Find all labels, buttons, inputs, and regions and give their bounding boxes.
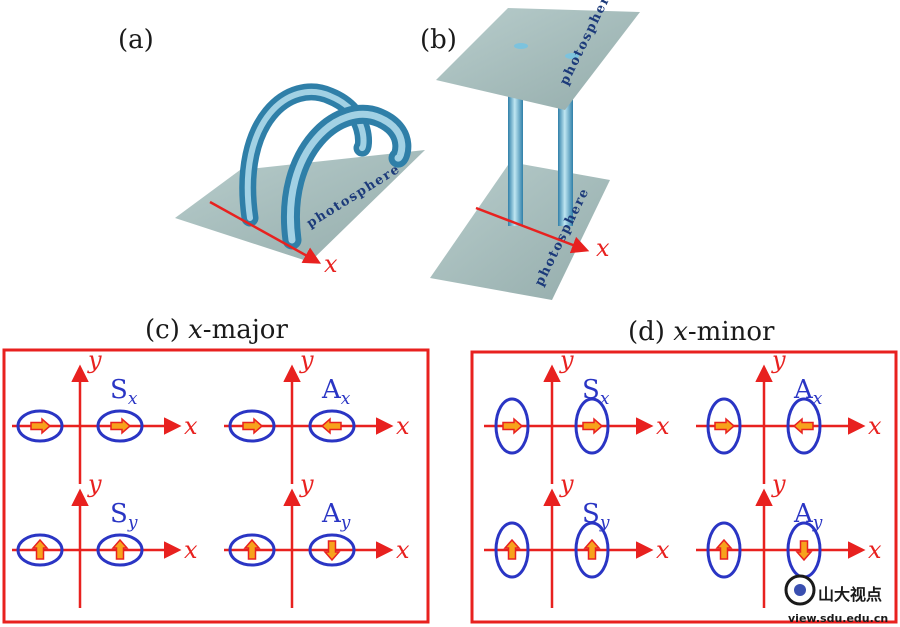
panel-c-y-label: y	[87, 346, 102, 374]
panel-c-x-label: x	[396, 412, 410, 440]
panel-d-field-arrow-icon	[714, 417, 736, 435]
panel-d-x-label: x	[868, 412, 882, 440]
panel-d-y-label: y	[559, 346, 574, 374]
panel-d-x-label: x	[656, 412, 670, 440]
panel-c-x-label: x	[184, 536, 198, 564]
panel-d-mode-ellipse	[786, 397, 822, 455]
panel-b-top-plane	[436, 8, 640, 110]
panel-d-y-label: y	[771, 470, 786, 498]
panel-c-field-arrow-icon	[30, 417, 52, 435]
panel-c-mode-symbol: Sx	[110, 375, 138, 409]
panel-d-mode-ellipse	[494, 521, 530, 579]
panel-d-mode-ellipse	[706, 397, 742, 455]
panel-c-field-arrow-icon	[323, 540, 341, 562]
panel-c-mode-ellipse	[308, 533, 356, 567]
panel-c-mode-ellipse	[228, 533, 276, 567]
panel-c-mode-ellipse	[228, 409, 276, 443]
panel-c-field-arrow-icon	[111, 538, 129, 560]
panel-c-mode-ellipse	[16, 409, 64, 443]
panel-c-y-label: y	[87, 470, 102, 498]
panel-d-field-arrow-icon	[792, 417, 814, 435]
panel-d-mode-symbol: Ay	[793, 499, 823, 533]
panel-d-field-arrow-icon	[583, 538, 601, 560]
panel-d-quadrant-ax: x yAx	[696, 346, 882, 484]
panel-d-quadrant-sy: x ySy	[484, 470, 670, 608]
panel-c-mode-ellipse	[96, 533, 144, 567]
panel-d-field-arrow-icon	[502, 417, 524, 435]
panel-d-y-label: y	[771, 346, 786, 374]
panel-b-tube-left	[508, 88, 523, 226]
panel-c-field-arrow-icon	[110, 417, 132, 435]
panel-c-mode-ellipse	[96, 409, 144, 443]
panel-d-title: (d) x-minor	[628, 317, 775, 347]
panel-d-mode-ellipse	[574, 397, 610, 455]
watermark-url: view.sdu.edu.cn	[788, 612, 888, 625]
panel-c-mode-ellipse	[308, 409, 356, 443]
panel-c-mode-ellipse	[16, 533, 64, 567]
panel-c-quadrant-sy: x ySy	[12, 470, 198, 608]
panel-d-frame	[470, 350, 898, 624]
panel-c-mode-symbol: Sy	[110, 499, 138, 533]
panel-b-label: (b)	[420, 25, 457, 55]
panel-d-mode-symbol: Sy	[582, 499, 610, 533]
panel-a-x-label: x	[324, 250, 338, 278]
panel-d-mode-symbol: Sx	[582, 375, 610, 409]
panel-d-field-arrow-icon	[715, 538, 733, 560]
panel-c-y-label: y	[299, 346, 314, 374]
panel-d-mode-ellipse	[706, 521, 742, 579]
panel-c-field-arrow-icon	[320, 417, 342, 435]
panel-d-field-arrow-icon	[582, 417, 604, 435]
panel-d-mode-ellipse	[574, 521, 610, 579]
panel-c-field-arrow-icon	[243, 538, 261, 560]
panel-c-quadrant-ax: x yAx	[224, 346, 410, 484]
panel-d-mode-symbol: Ax	[793, 375, 823, 409]
panel-c-quadrant-sx: x ySx	[12, 346, 198, 484]
panel-a: (a) photosphere x	[118, 25, 425, 278]
panel-c-x-label: x	[396, 536, 410, 564]
panel-c-title: (c) x-major	[145, 315, 288, 345]
panel-c-quadrant-ay: x yAy	[224, 470, 410, 608]
panel-b-footpoint-top-left	[514, 43, 528, 49]
panel-c-mode-symbol: Ax	[321, 375, 351, 409]
panel-d-y-label: y	[559, 470, 574, 498]
panel-d-quadrant-sx: x ySx	[484, 346, 670, 484]
panel-c-mode-symbol: Ay	[321, 499, 351, 533]
panel-b: (b) photosphere photosphere x	[420, 0, 640, 300]
panel-c-field-arrow-icon	[31, 538, 49, 560]
panel-b-tube-right	[558, 88, 573, 226]
panel-b-x-label: x	[596, 234, 610, 262]
panel-d-x-label: x	[868, 536, 882, 564]
panel-d-mode-ellipse	[494, 397, 530, 455]
panel-d-field-arrow-icon	[795, 540, 813, 562]
panel-c-frame	[2, 348, 430, 624]
panel-d-x-label: x	[656, 536, 670, 564]
panel-c-y-label: y	[299, 470, 314, 498]
panel-a-label: (a)	[118, 25, 154, 55]
panel-c-x-label: x	[184, 412, 198, 440]
panel-b-x-axis	[475, 206, 590, 254]
panel-d-quadrant-ay: x yAy	[696, 470, 882, 608]
watermark-text: 山大视点	[818, 585, 882, 604]
panel-b-footpoint-top-right	[565, 53, 579, 59]
panel-c-field-arrow-icon	[242, 417, 264, 435]
panel-d-field-arrow-icon	[503, 538, 521, 560]
watermark: 山大视点 view.sdu.edu.cn	[784, 574, 888, 625]
panel-a-x-axis	[209, 200, 322, 264]
